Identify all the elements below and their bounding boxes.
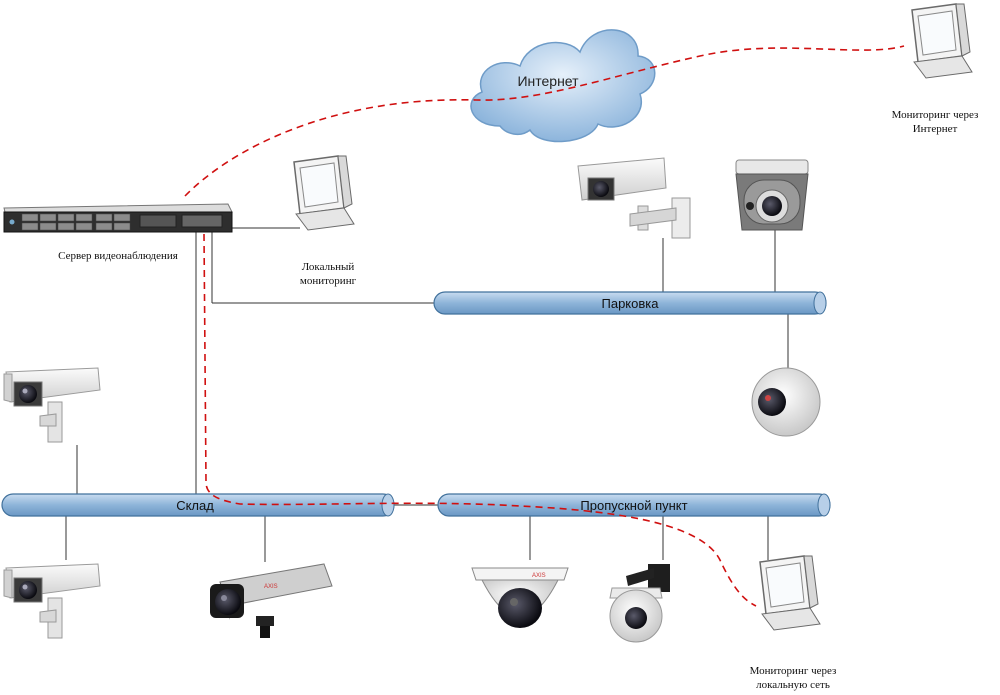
internet-route-line <box>184 45 905 197</box>
checkpoint-ptz-camera-icon <box>609 564 670 643</box>
internet-monitor-label: Мониторинг через Интернет <box>891 109 979 135</box>
bus-warehouse-label: Склад <box>176 498 214 513</box>
bus-checkpoint: Пропускной пункт <box>437 493 831 517</box>
warehouse-fixed-camera-icon: AXIS <box>210 563 333 638</box>
cloud-icon: Интернет <box>470 29 656 143</box>
bus-warehouse: Склад <box>1 493 395 517</box>
lan-monitor-label: Мониторинг через локальную сеть <box>749 665 837 691</box>
server-label: Сервер видеонаблюдения <box>58 250 178 262</box>
server-icon <box>3 203 233 233</box>
local-monitor-icon <box>293 155 355 231</box>
bus-parking-label: Парковка <box>602 296 660 311</box>
internet-label: Интернет <box>517 73 579 89</box>
bus-checkpoint-label: Пропускной пункт <box>580 498 687 513</box>
warehouse-box-camera-2-icon <box>3 563 101 639</box>
local-monitor-label: Локальный мониторинг <box>299 261 357 287</box>
checkpoint-dome-camera-icon <box>471 567 569 629</box>
parking-ptz-camera-icon <box>735 159 809 231</box>
lan-route-line <box>203 233 757 607</box>
svg-text:AXIS: AXIS <box>264 584 278 590</box>
warehouse-box-camera-1-icon <box>3 367 101 443</box>
parking-box-camera-icon <box>577 157 691 239</box>
lan-monitor-icon <box>759 555 821 631</box>
parking-dome-camera-icon <box>751 367 821 437</box>
internet-monitor-icon <box>911 3 973 79</box>
network-cables <box>65 227 789 562</box>
bus-parking: Парковка <box>433 291 827 315</box>
remote-access-route <box>184 45 905 607</box>
